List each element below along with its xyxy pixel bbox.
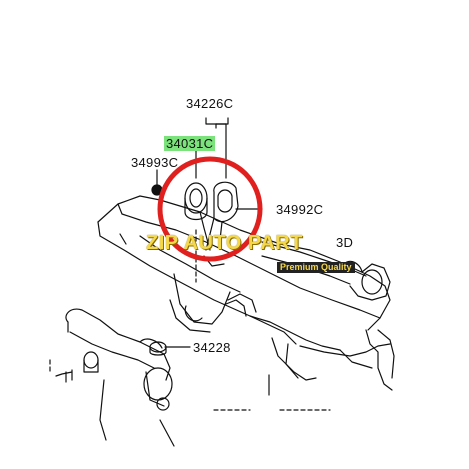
highlight-circle (157, 156, 263, 262)
label-34031c-highlighted: 34031C (164, 136, 216, 151)
label-34226c: 34226C (186, 96, 234, 111)
lower-arm (55, 308, 173, 411)
label-partial-right: 3D (336, 235, 354, 250)
bushing-assembly (151, 181, 239, 251)
watermark-tagline: Premium Quality (277, 262, 355, 273)
label-34992c: 34992C (276, 202, 324, 217)
leader-lines (156, 117, 270, 396)
label-34993c: 34993C (131, 155, 179, 170)
watermark-brand: ZIP AUTO PART (146, 232, 303, 254)
label-34228: 34228 (193, 340, 231, 355)
crossmember (97, 195, 395, 391)
phantom-lines (49, 229, 331, 411)
